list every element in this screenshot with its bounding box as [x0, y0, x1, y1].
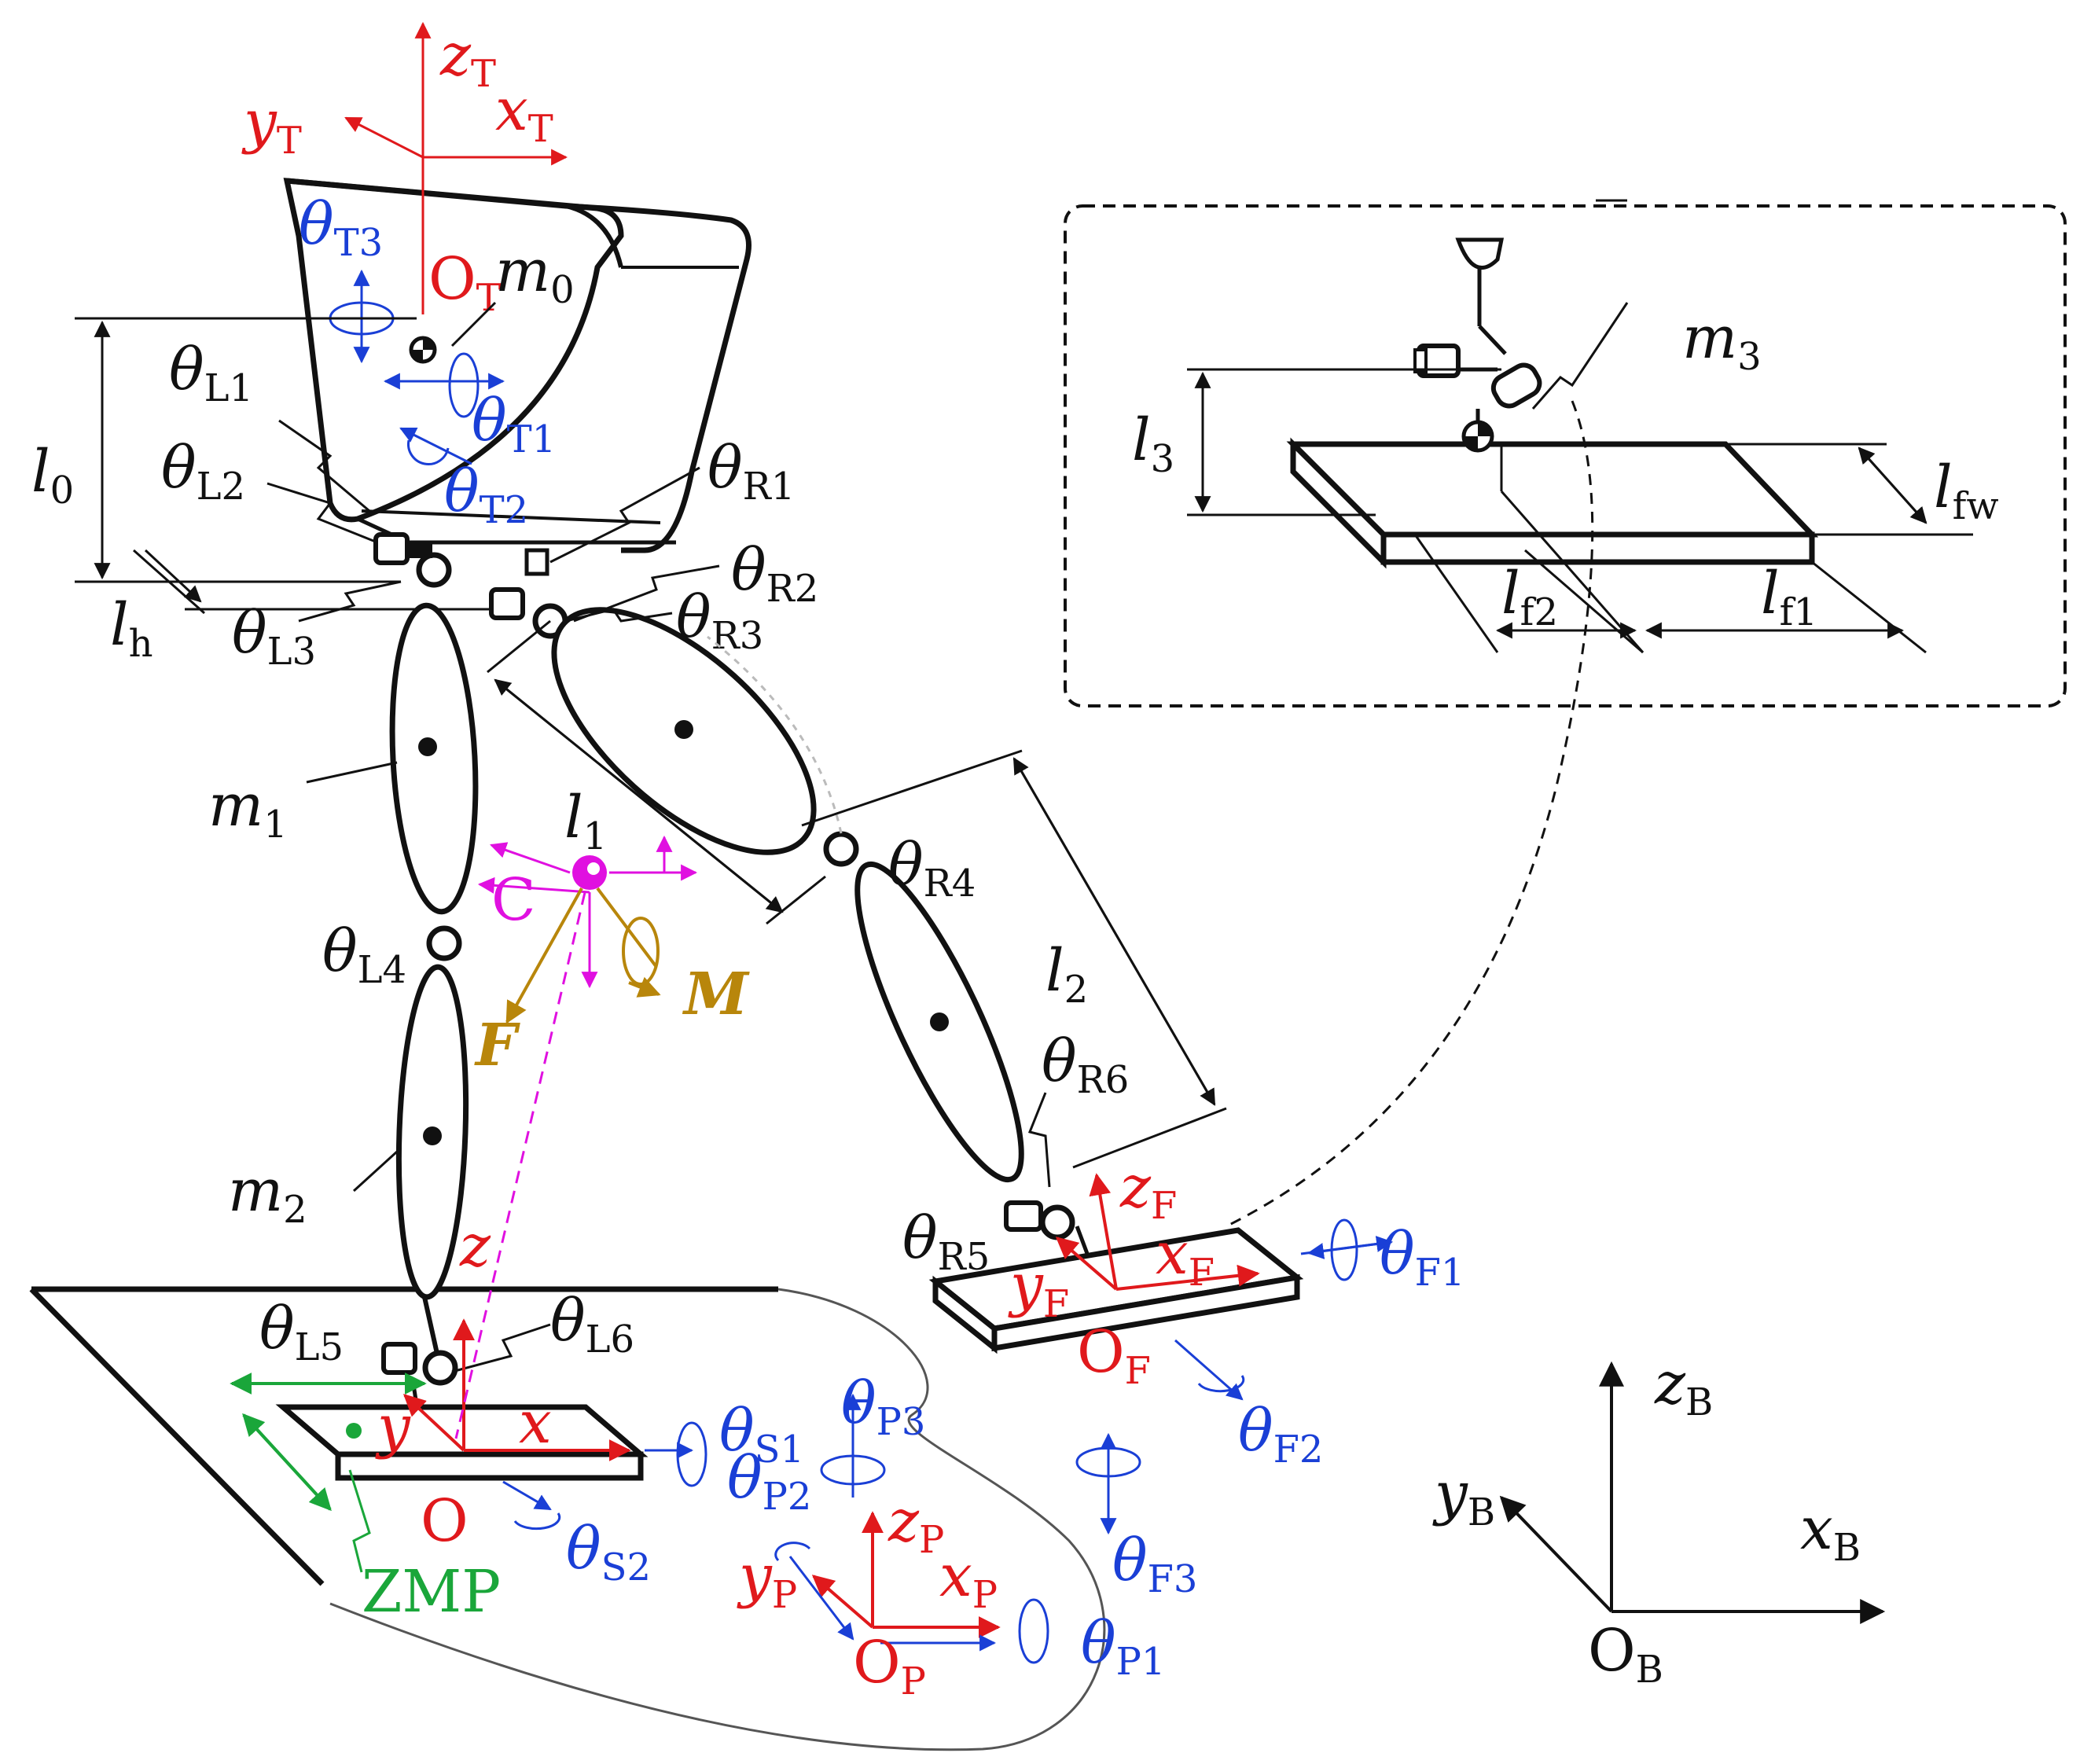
- torso-rotation-arrows: [329, 269, 505, 465]
- stance-x-label: x: [519, 1389, 552, 1457]
- base-x-label: xB: [1800, 1495, 1861, 1570]
- torso-x-label: xT: [495, 76, 553, 151]
- base-origin-label: OB: [1588, 1617, 1663, 1692]
- m1-label: m1: [208, 772, 288, 847]
- theta-f2-label: θF2: [1238, 1397, 1323, 1472]
- theta-r4-label: θR4: [888, 831, 976, 906]
- ground-plane: [29, 1286, 1106, 1751]
- stance-z-label: z: [459, 1212, 491, 1280]
- platform-x-label: xP: [939, 1542, 998, 1617]
- theta-t3-label: θT3: [299, 190, 383, 265]
- m0-label: m0: [495, 237, 575, 312]
- theta-r1-label: θR1: [707, 434, 795, 509]
- theta-f1-label: θF1: [1380, 1220, 1464, 1295]
- theta-t1-label: θT1: [472, 387, 556, 461]
- theta-l6-label: θL6: [550, 1287, 634, 1362]
- theta-p1-label: θP1: [1081, 1609, 1165, 1684]
- l2-dimension: [801, 749, 1227, 1169]
- l2-label: l2: [1046, 937, 1088, 1012]
- foot-z-label: zF: [1119, 1153, 1177, 1228]
- theta-f3-label: θF3: [1112, 1527, 1197, 1601]
- theta-r3-label: θR3: [676, 583, 763, 658]
- center-of-mass: [454, 835, 698, 1439]
- foot-x-label: xF: [1156, 1220, 1215, 1295]
- right-leg: [489, 548, 1091, 1259]
- torso-y-label: yT: [241, 88, 302, 163]
- stance-foot-frame: [402, 1318, 707, 1531]
- l0-label: l0: [31, 438, 74, 513]
- moment-label: M: [682, 961, 750, 1028]
- left-leg: [373, 532, 479, 1431]
- base-y-label: yB: [1432, 1460, 1495, 1534]
- torso-z-label: zT: [439, 21, 496, 96]
- foot-origin-label: OF: [1077, 1318, 1151, 1393]
- theta-l1-label: θL1: [169, 336, 253, 410]
- theta-r2-label: θR2: [731, 536, 818, 611]
- right-joint-leader-lines: [549, 466, 1051, 1188]
- lf1-label: lf1: [1761, 560, 1817, 634]
- torso-frame: [344, 21, 568, 314]
- m3-label: m3: [1682, 304, 1762, 379]
- theta-p3-label: θP3: [841, 1369, 925, 1444]
- theta-s2-label: θS2: [566, 1515, 651, 1589]
- swing-foot: [928, 1227, 1304, 1354]
- force-label: F: [474, 1012, 520, 1079]
- stance-origin-label: O: [421, 1487, 469, 1555]
- platform-origin-label: OP: [853, 1629, 926, 1703]
- lfw-label: lfw: [1934, 454, 1999, 528]
- platform-z-label: zP: [887, 1487, 944, 1562]
- stance-y-label: y: [375, 1393, 411, 1461]
- theta-l4-label: θL4: [322, 917, 406, 992]
- theta-s1-label: θS1: [719, 1397, 804, 1472]
- base-frame: [1499, 1361, 1886, 1624]
- m2-label: m2: [228, 1157, 307, 1232]
- foot-y-label: yF: [1008, 1251, 1069, 1326]
- theta-t2-label: θT2: [444, 458, 528, 532]
- torso-origin-label: OT: [428, 245, 502, 320]
- foot-detail-inset: [1064, 199, 2067, 1228]
- torso: [283, 178, 752, 553]
- theta-l3-label: θL3: [232, 599, 316, 674]
- l3-label: l3: [1132, 406, 1174, 481]
- theta-p2-label: θP2: [727, 1444, 811, 1519]
- theta-r5-label: θR5: [902, 1204, 990, 1279]
- lh-label: lh: [110, 591, 153, 666]
- platform-frame: [774, 1393, 1049, 1664]
- zmp-label: ZMP: [362, 1558, 501, 1626]
- l1-dimension: [487, 619, 843, 925]
- left-foot: [275, 1404, 649, 1481]
- lf2-label: lf2: [1501, 560, 1558, 634]
- theta-l5-label: θL5: [259, 1295, 344, 1369]
- l1-label: l1: [564, 784, 607, 858]
- platform-y-label: yP: [737, 1542, 797, 1617]
- swing-foot-frame: [1055, 1173, 1394, 1535]
- zmp-indicator: [230, 1373, 427, 1573]
- com-label: C: [491, 866, 536, 934]
- theta-l2-label: θL2: [161, 434, 245, 509]
- theta-r6-label: θR6: [1042, 1027, 1129, 1102]
- base-z-label: zB: [1654, 1350, 1713, 1424]
- left-joint-leader-lines: [266, 419, 551, 1373]
